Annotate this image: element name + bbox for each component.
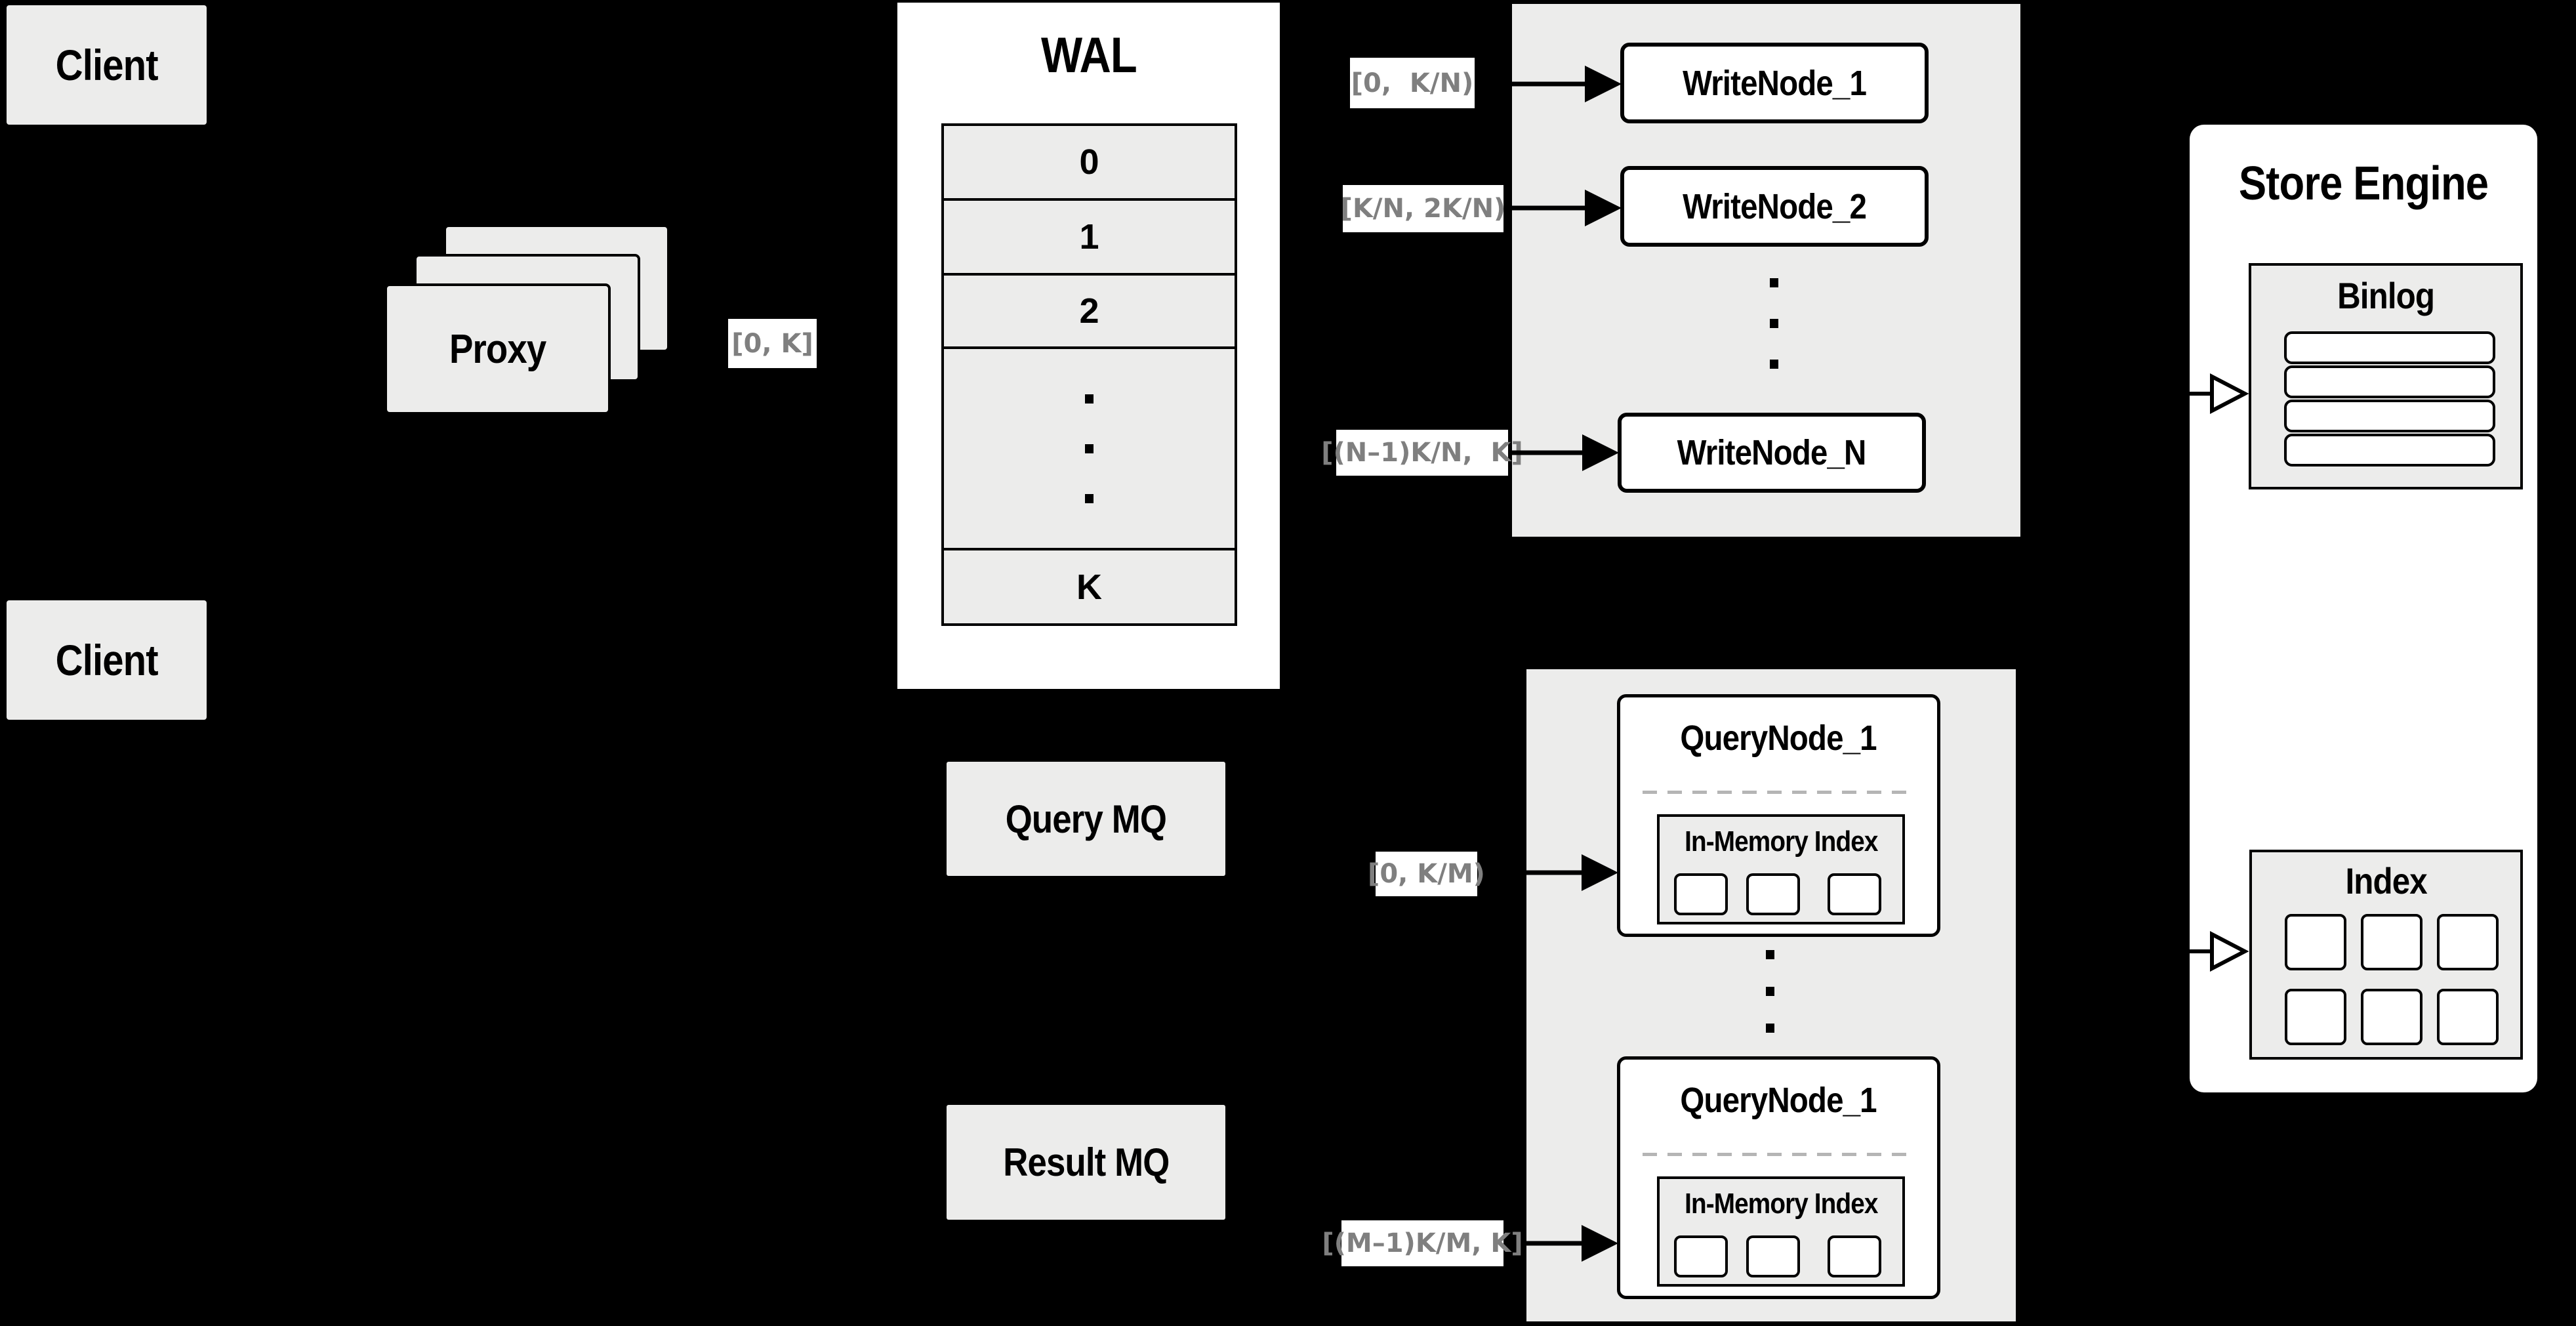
arrow-to-writenode-1 (1509, 66, 1622, 102)
index-cell (2285, 989, 2346, 1045)
open-arrow-to-binlog (2168, 373, 2249, 414)
client-top-label: Client (55, 41, 158, 89)
in-memory-index-title-bottom: In-Memory Index (1684, 1188, 1878, 1220)
write-node-n-box: WriteNode_N (1618, 413, 1926, 493)
dashed-divider (1643, 1153, 1915, 1156)
segment-cell (1746, 873, 1800, 915)
arrow-to-writenode-2 (1509, 190, 1622, 226)
binlog-row (2284, 331, 2495, 364)
store-engine-title: Store Engine (2238, 157, 2489, 210)
wal-title: WAL (1040, 27, 1137, 83)
segment-cell (1674, 873, 1728, 915)
client-bottom-box: Client (7, 600, 207, 720)
wal-segment-table: 0 1 2 K (941, 123, 1237, 626)
binlog-title: Binlog (2337, 274, 2435, 316)
range-chip-proxy: [0, K] (728, 319, 817, 368)
open-arrow-to-index (2168, 931, 2249, 972)
in-memory-index-box-bottom: In-Memory Index (1657, 1176, 1905, 1287)
query-node-top-box: QueryNode_1 In-Memory Index (1617, 694, 1940, 937)
query-node-top-title: QueryNode_1 (1680, 718, 1877, 758)
index-box: Index (2249, 850, 2523, 1060)
index-title: Index (2345, 860, 2427, 901)
arrow-to-querynode-top (1523, 854, 1618, 891)
wal-segment-1: 1 (944, 197, 1235, 273)
wal-segment-k: K (944, 548, 1235, 623)
binlog-row (2284, 365, 2495, 398)
range-chip-write-1: [0, K/N) (1350, 58, 1475, 108)
client-top-box: Client (7, 5, 207, 125)
in-memory-index-title-top: In-Memory Index (1684, 825, 1878, 858)
segment-cell (1828, 873, 1881, 915)
write-node-2-box: WriteNode_2 (1620, 166, 1929, 247)
wal-segment-2: 2 (944, 272, 1235, 347)
index-cell (2285, 914, 2346, 970)
proxy-label: Proxy (449, 326, 546, 372)
vertical-ellipsis (1770, 278, 1778, 369)
binlog-row (2284, 434, 2495, 466)
segment-cell (1746, 1235, 1800, 1277)
range-chip-write-2: [K/N, 2K/N) (1341, 185, 1505, 232)
query-node-bottom-box: QueryNode_1 In-Memory Index (1617, 1056, 1940, 1299)
index-cell (2437, 989, 2499, 1045)
store-engine-panel: Store Engine Binlog Index (2190, 125, 2537, 1092)
vertical-ellipsis (1085, 394, 1094, 503)
dashed-divider (1643, 791, 1915, 794)
result-mq-box: Result MQ (947, 1105, 1225, 1220)
query-mq-box: Query MQ (947, 762, 1225, 876)
arrow-to-writenode-n (1509, 434, 1619, 471)
segment-cell (1674, 1235, 1728, 1277)
index-cell (2361, 914, 2423, 970)
binlog-row (2284, 400, 2495, 432)
in-memory-index-box-top: In-Memory Index (1657, 814, 1905, 924)
arrow-to-querynode-bottom (1523, 1225, 1618, 1262)
write-node-1-box: WriteNode_1 (1620, 43, 1929, 123)
query-node-bottom-title: QueryNode_1 (1680, 1081, 1877, 1120)
index-cell (2437, 914, 2499, 970)
wal-panel: WAL 0 1 2 K (897, 3, 1280, 689)
range-chip-query-m: [(M–1)K/M, K] (1322, 1220, 1523, 1266)
proxy-card-front: Proxy (384, 283, 611, 415)
wal-segment-0: 0 (944, 126, 1235, 198)
binlog-box: Binlog (2249, 263, 2523, 489)
vertical-ellipsis (1766, 950, 1774, 1033)
client-bottom-label: Client (55, 636, 158, 684)
wal-segment-ellipsis (944, 346, 1235, 549)
index-cell (2361, 989, 2423, 1045)
segment-cell (1828, 1235, 1881, 1277)
